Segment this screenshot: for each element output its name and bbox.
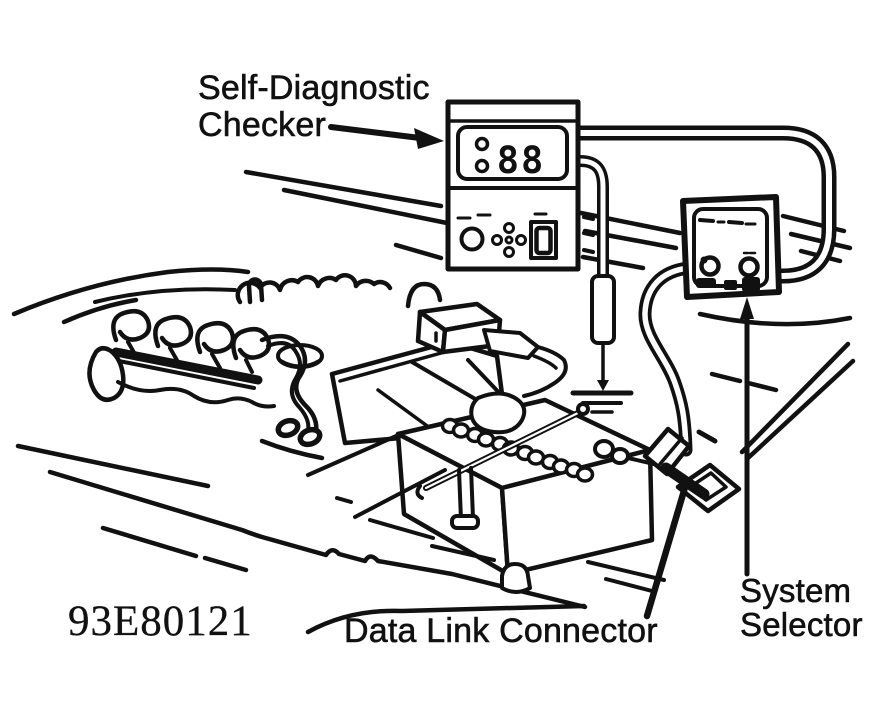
arrowhead-icon (740, 297, 754, 319)
checker-keypad[interactable] (491, 222, 527, 258)
label-self-diagnostic-checker: Self-Diagnostic Checker (198, 69, 430, 144)
battery-vent-caps (440, 417, 595, 483)
selector-knob-left[interactable] (699, 255, 721, 277)
checker-probe-wire (574, 155, 609, 286)
label-line: Data Link Connector (344, 612, 658, 650)
checker-led (474, 136, 490, 152)
checker-led (474, 158, 490, 174)
label-line: Selector (740, 606, 863, 643)
figure-id-code: 93E80121 (68, 598, 253, 645)
engine-bay-illustration (11, 169, 856, 635)
probe-tip-arrow (597, 380, 609, 391)
label-line: Self-Diagnostic (198, 69, 430, 107)
self-diagnostic-checker-device (445, 99, 595, 272)
checker-display-digits: 88 (497, 139, 546, 182)
selector-knob-right[interactable] (738, 256, 760, 278)
arrowhead-icon (414, 128, 444, 149)
label-line: System (740, 572, 852, 609)
data-link-connector-leader (643, 480, 690, 620)
front-body-edge (47, 469, 588, 610)
system-selector-leader (740, 297, 754, 577)
checker-label-arrow (328, 124, 444, 149)
ground-symbol-icon (570, 390, 634, 414)
selector-to-dlc-cable (638, 261, 696, 457)
spark-plug-wires (111, 309, 272, 390)
label-line: Checker (198, 106, 327, 144)
fender-line (697, 311, 853, 327)
checker-round-button[interactable] (459, 226, 485, 252)
callout-leaders (328, 124, 754, 620)
ground-probe (570, 274, 634, 414)
label-data-link-connector: Data Link Connector (344, 612, 658, 650)
battery (395, 391, 656, 577)
battery-terminal-cover (469, 391, 527, 435)
system-selector-device (680, 194, 782, 300)
label-system-selector: System Selector (740, 572, 863, 643)
checker-to-selector-cable (572, 125, 837, 284)
hood-edge-line (11, 267, 251, 317)
